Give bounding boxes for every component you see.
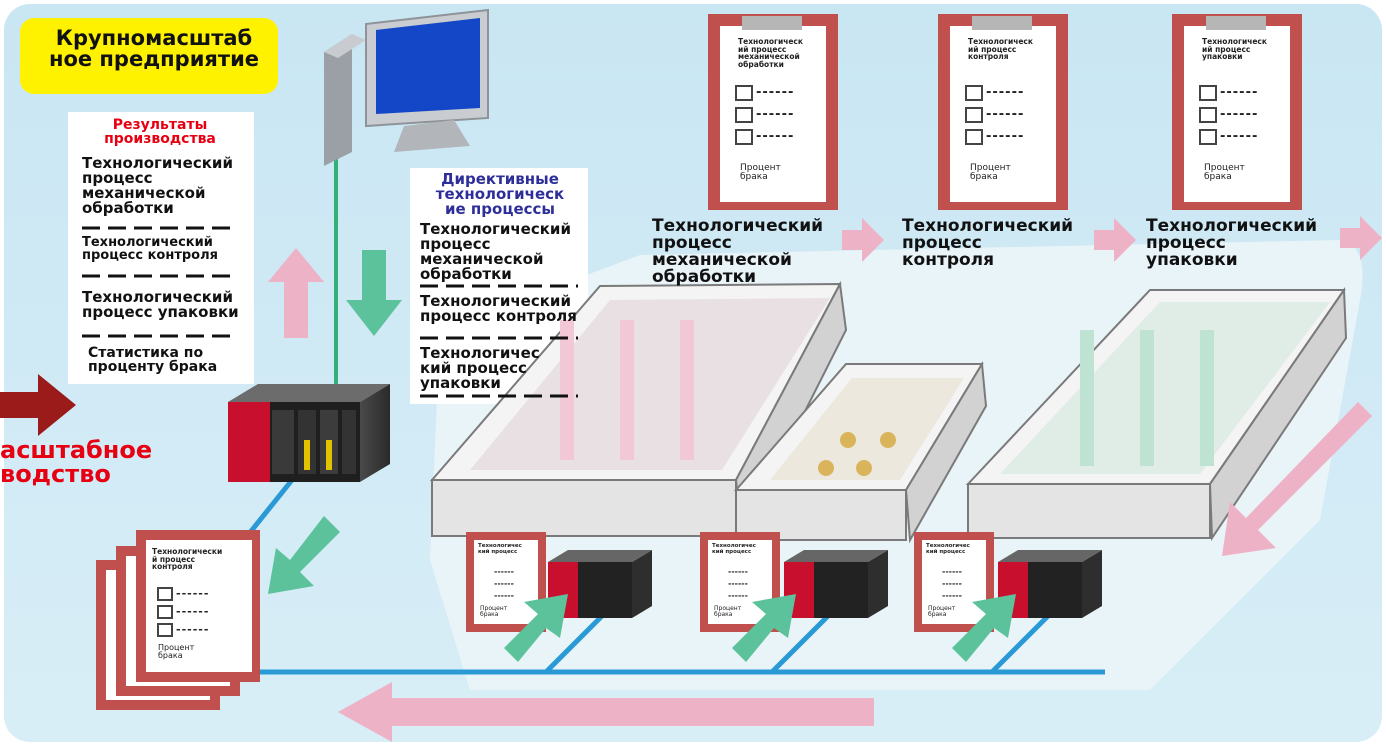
plc-controller-icon bbox=[228, 384, 390, 482]
checkbox-icon bbox=[735, 85, 1217, 145]
sheet-defect: Процент брака bbox=[928, 605, 956, 618]
sheet-dashes: ------ bbox=[176, 587, 210, 600]
sheet-defect: Процент брака bbox=[1204, 163, 1245, 182]
network-branch-3 bbox=[990, 610, 1054, 674]
network-branch-1 bbox=[544, 610, 608, 674]
station-sheet-icon bbox=[466, 532, 994, 632]
sheet-dashes: ------ bbox=[986, 107, 1025, 122]
sheet-dashes: ------ bbox=[756, 129, 795, 144]
directive-header: Директивные технологическ ие процессы bbox=[435, 170, 565, 218]
sheet-dashes: ------ bbox=[494, 579, 514, 588]
station-plc-icon bbox=[548, 550, 1102, 618]
checklist-sheet-icon bbox=[708, 14, 1302, 210]
panel-dashes bbox=[82, 226, 578, 398]
sheet-title: Технологическ ий процесс контроля bbox=[968, 37, 1033, 61]
sheet-dashes: ------ bbox=[494, 567, 514, 576]
sheet-defect: Процент брака bbox=[714, 605, 742, 618]
machine-unit-icon bbox=[429, 280, 848, 540]
arrow-diag-pink-icon bbox=[1222, 402, 1372, 556]
sheet-dashes: ------ bbox=[176, 623, 210, 636]
station-sheet-title: Технологичес кий процесс bbox=[712, 543, 756, 555]
network-branch-2 bbox=[770, 610, 834, 674]
sheet-defect: Процент брака bbox=[740, 163, 781, 182]
machine-unit-icon bbox=[733, 360, 988, 544]
sheet-dashes: ------ bbox=[756, 85, 795, 100]
sheet-dashes: ------ bbox=[942, 591, 962, 600]
title-label: Крупномасштаб ное предприятие bbox=[48, 26, 260, 71]
production-label: асштабное водство bbox=[0, 436, 153, 488]
sheet-dashes: ------ bbox=[494, 591, 514, 600]
sheet-dashes: ------ bbox=[728, 591, 748, 600]
process-label-packing: Технологический процесс упаковки bbox=[1146, 216, 1318, 270]
arrow-icon bbox=[0, 374, 76, 436]
arrow-down-green-icon bbox=[346, 250, 402, 336]
sheet-dashes: ------ bbox=[1220, 85, 1259, 100]
station-sheet-title: Технологичес кий процесс bbox=[926, 543, 970, 555]
results-header: Результаты производства bbox=[104, 117, 216, 147]
results-item: Технологический процесс упаковки bbox=[82, 288, 239, 321]
sheet-dashes: ------ bbox=[942, 567, 962, 576]
sheet-dashes: ------ bbox=[1220, 107, 1259, 122]
sheet-defect: Процент брака bbox=[970, 163, 1011, 182]
station-sheet-title: Технологичес кий процесс bbox=[478, 543, 522, 555]
sheet-defect: Процент брака bbox=[480, 605, 508, 618]
directive-item: Технологичес кий процесс упаковки bbox=[420, 344, 540, 392]
sheet-dashes: ------ bbox=[942, 579, 962, 588]
sheet-dashes: ------ bbox=[728, 567, 748, 576]
results-item: Статистика по проценту брака bbox=[88, 345, 218, 375]
sheet-title: Технологическ ий процесс механической об… bbox=[738, 37, 803, 69]
sheet-dashes: ------ bbox=[728, 579, 748, 588]
sheet-dashes: ------ bbox=[756, 107, 795, 122]
sheet-defect: Процент брака bbox=[158, 643, 195, 660]
title-badge-bg bbox=[20, 18, 278, 94]
arrow-diag-green-icon bbox=[268, 516, 1016, 662]
sheet-title: Технологически й процесс контроля bbox=[152, 547, 223, 571]
process-label-machining: Технологический процесс механической обр… bbox=[652, 216, 824, 287]
sheet-dashes: ------ bbox=[1220, 129, 1259, 144]
arrow-right-pink-icon bbox=[842, 216, 1382, 262]
computer-icon bbox=[324, 8, 489, 166]
results-panel-bg bbox=[68, 112, 254, 384]
results-item: Технологический процесс контроля bbox=[82, 235, 218, 263]
sheet-dashes: ------ bbox=[986, 129, 1025, 144]
arrow-up-pink-icon bbox=[268, 248, 324, 338]
directive-item: Технологический процесс механической обр… bbox=[420, 220, 571, 283]
directive-item: Технологический процесс контроля bbox=[420, 292, 577, 325]
sheet-title: Технологическ ий процесс упаковки bbox=[1202, 37, 1267, 61]
results-item: Технологический процесс механической обр… bbox=[82, 154, 233, 217]
machine-unit-icon bbox=[965, 286, 1348, 542]
checklist-stack-icon bbox=[96, 530, 260, 710]
sheet-dashes: ------ bbox=[986, 85, 1025, 100]
sheet-dashes: ------ bbox=[176, 605, 210, 618]
arrow-left-pink-icon bbox=[338, 682, 874, 742]
process-label-control: Технологический процесс контроля bbox=[902, 216, 1074, 270]
